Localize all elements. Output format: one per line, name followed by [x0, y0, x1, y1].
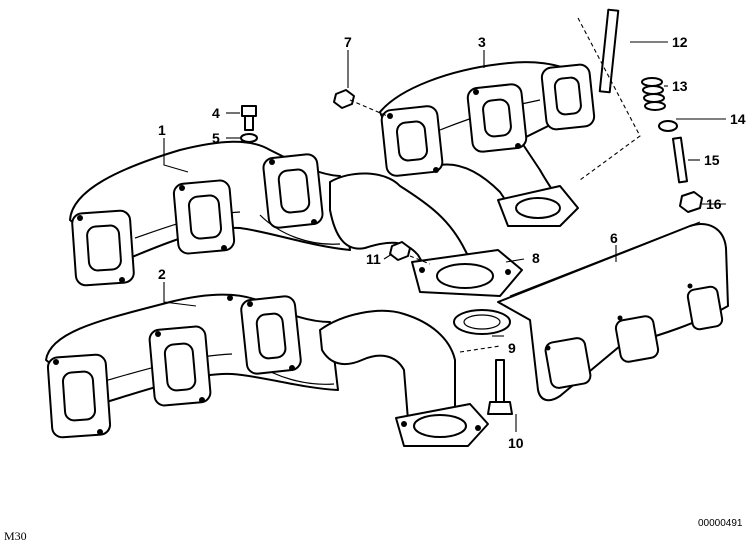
callout-10: 10: [508, 435, 524, 451]
model-label: M30: [4, 529, 27, 543]
assembly-line-12: [577, 17, 641, 181]
bolt-part-15: [671, 136, 689, 184]
leader-lines: [163, 41, 726, 432]
callout-5: 5: [212, 130, 220, 146]
callout-6: 6: [610, 230, 618, 246]
washer-part-14: [658, 120, 678, 132]
spring-part-13: [641, 77, 666, 111]
callout-4: 4: [212, 105, 220, 121]
callout-8: 8: [532, 250, 540, 266]
callout-11: 11: [366, 251, 381, 267]
assembly-line-11: [409, 255, 431, 265]
nut-part-16: [679, 191, 703, 213]
callout-9: 9: [508, 340, 516, 356]
callout-12: 12: [672, 34, 688, 50]
callout-2: 2: [158, 266, 166, 282]
callout-15: 15: [704, 152, 720, 168]
nut-part-7: [333, 89, 355, 109]
assembly-line-7: [349, 99, 393, 119]
manifold-part-2: [45, 293, 511, 447]
stud-part-10: [487, 359, 513, 415]
nut-part-11: [389, 241, 411, 261]
callout-13: 13: [672, 78, 688, 94]
assembly-line-10: [459, 345, 501, 353]
stud-part-12: [598, 8, 620, 94]
callout-7: 7: [344, 34, 352, 50]
manifold-part-1: [69, 140, 523, 297]
manifold-part-3: [379, 61, 596, 227]
callout-14: 14: [730, 111, 746, 127]
diagram-code: 00000491: [698, 518, 743, 529]
washer-part-5: [240, 133, 258, 143]
callout-16: 16: [706, 196, 722, 212]
callout-3: 3: [478, 34, 486, 50]
callout-1: 1: [158, 122, 166, 138]
heat-shield-part-6: [497, 221, 729, 402]
bolt-part-4: [241, 105, 257, 131]
